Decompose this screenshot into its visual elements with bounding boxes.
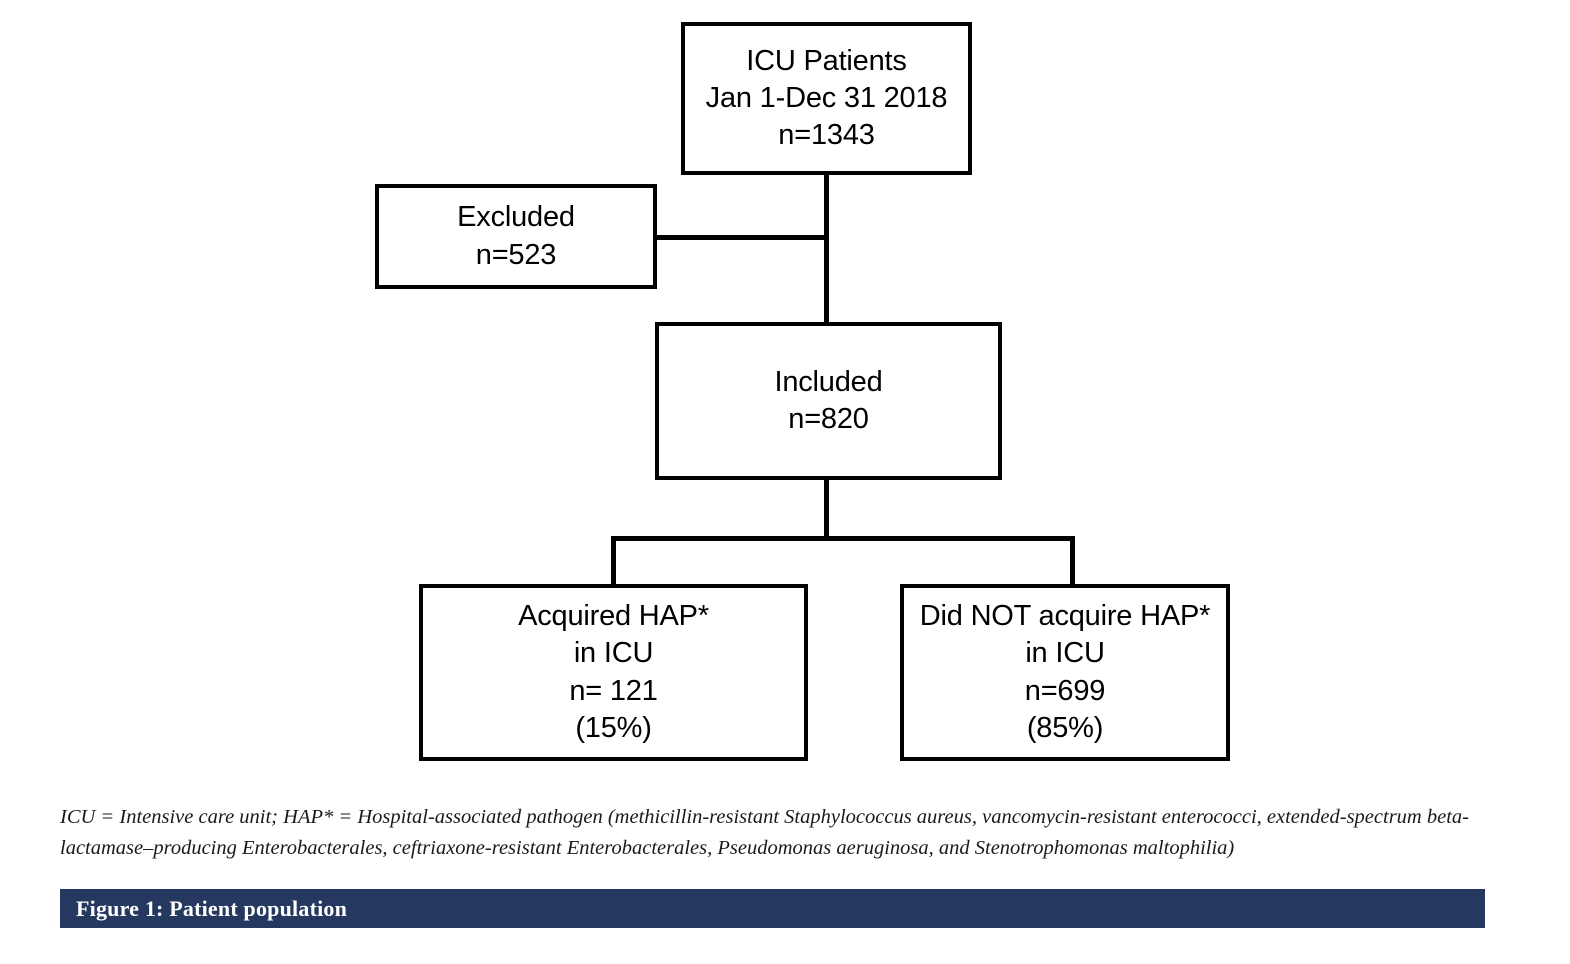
node-icu-patients-line-3: n=1343: [778, 119, 875, 152]
connector-to-no-hap: [1070, 536, 1075, 586]
node-acquired-hap-line-4: (15%): [575, 711, 652, 744]
connector-included-stem: [824, 480, 829, 540]
node-acquired-hap-line-3: n= 121: [569, 674, 658, 707]
figure-caption-bar: Figure 1: Patient population: [60, 889, 1485, 928]
connector-split-bar: [611, 536, 1075, 541]
node-acquired-hap-line-1: Acquired HAP*: [518, 600, 709, 633]
node-excluded-line-1: Excluded: [457, 201, 575, 234]
node-icu-patients-line-1: ICU Patients: [746, 44, 907, 77]
figure-footnote: ICU = Intensive care unit; HAP* = Hospit…: [60, 806, 1469, 859]
node-no-hap-line-3: n=699: [1024, 674, 1106, 707]
node-no-hap: Did NOT acquire HAP* in ICU n=699 (85%): [900, 584, 1230, 761]
node-included-line-2: n=820: [788, 403, 869, 435]
node-icu-patients-line-2: Jan 1-Dec 31 2018: [705, 81, 948, 114]
connector-to-acquired-hap: [611, 536, 616, 586]
node-no-hap-line-4: (85%): [1026, 711, 1104, 744]
node-no-hap-line-2: in ICU: [1025, 637, 1105, 670]
node-no-hap-line-1: Did NOT acquire HAP*: [919, 600, 1211, 633]
node-excluded: Excluded n=523: [375, 184, 657, 289]
connector-icu-to-included: [824, 175, 829, 322]
node-included: Included n=820: [655, 322, 1002, 480]
node-included-line-1: Included: [774, 365, 883, 398]
node-icu-patients: ICU Patients Jan 1-Dec 31 2018 n=1343: [681, 22, 972, 175]
node-acquired-hap-line-2: in ICU: [573, 637, 654, 670]
node-acquired-hap: Acquired HAP* in ICU n= 121 (15%): [419, 584, 808, 761]
connector-icu-to-excluded: [657, 235, 827, 240]
figure-caption-text: Figure 1: Patient population: [76, 895, 348, 921]
node-excluded-line-2: n=523: [475, 238, 557, 271]
flowchart-canvas: ICU Patients Jan 1-Dec 31 2018 n=1343 Ex…: [375, 22, 1230, 761]
